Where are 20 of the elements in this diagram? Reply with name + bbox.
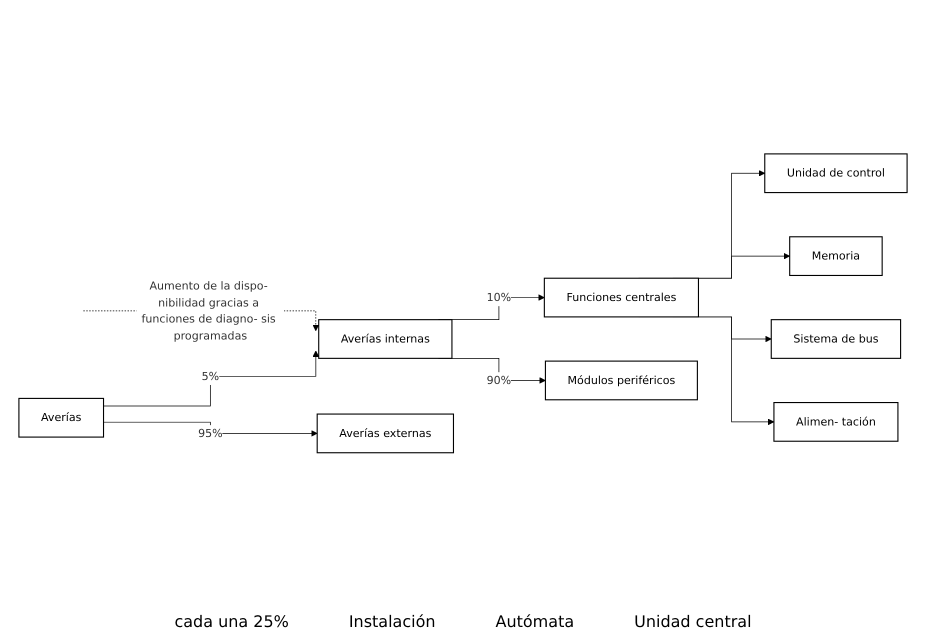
edge-label: 5% — [202, 369, 220, 382]
column-label: Autómata — [496, 612, 574, 631]
arrow — [103, 350, 320, 406]
edge-label: 95% — [198, 426, 223, 440]
node-box: Averías internas — [318, 318, 452, 359]
node-box: Averías — [18, 398, 104, 438]
node-box: Unidad de control — [764, 153, 908, 193]
column-label: Unidad central — [634, 612, 752, 631]
column-label: cada una 25% — [174, 612, 289, 631]
node-box: Memoria — [789, 236, 883, 276]
arrow — [103, 422, 318, 436]
edge-label: 90% — [486, 373, 512, 387]
edge-label: Aumento de la dispo- nibilidad gracias a funciones de diagno- sis programadas — [142, 278, 276, 342]
column-label: Instalación — [348, 612, 436, 631]
node-box: Sistema de bus — [770, 318, 902, 359]
node-box: Funciones centrales — [544, 277, 699, 318]
node-box: Módulos periféricos — [544, 360, 698, 400]
node-box: Averías externas — [316, 413, 454, 453]
edge-label: 10% — [486, 290, 512, 304]
node-box: Alimen- tación — [773, 402, 898, 442]
